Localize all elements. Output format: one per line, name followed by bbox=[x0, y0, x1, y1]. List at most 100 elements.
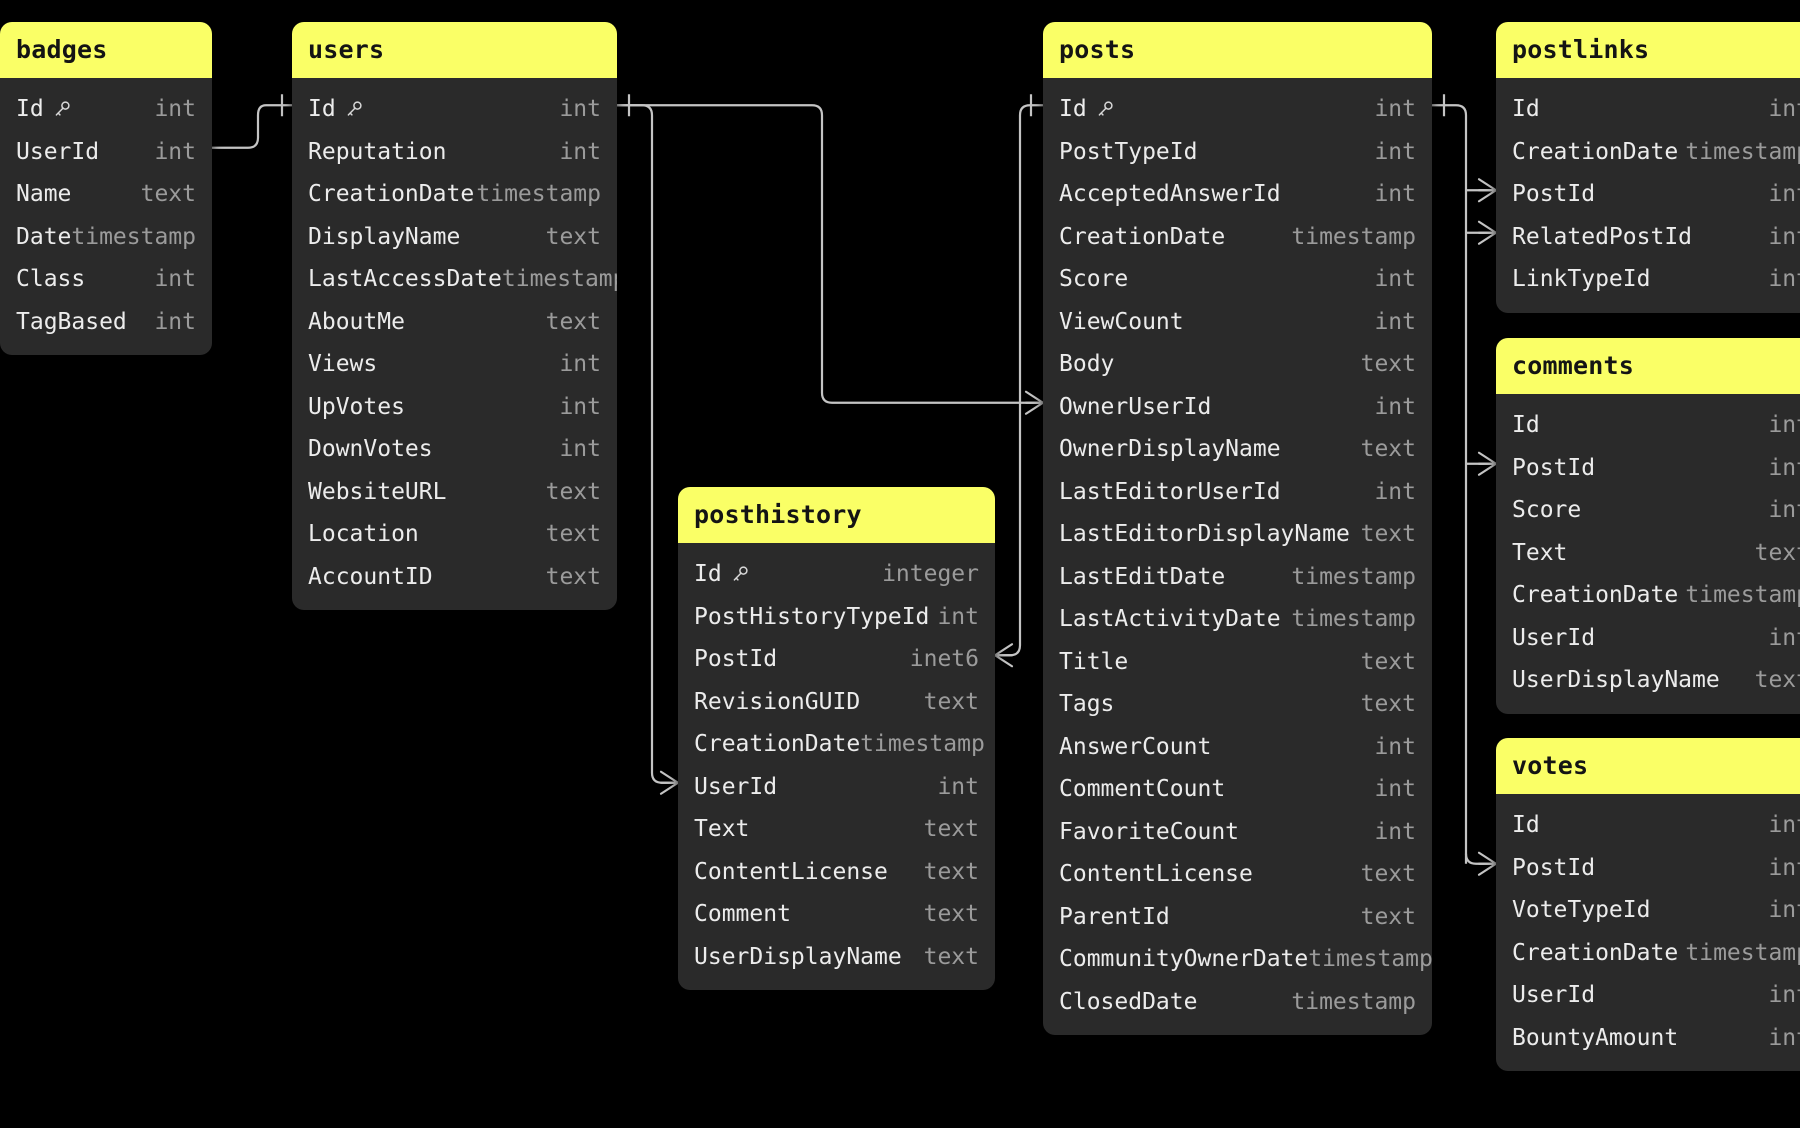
field-name: DisplayName bbox=[308, 224, 460, 250]
field-row[interactable]: RelatedPostIdint bbox=[1496, 216, 1800, 259]
field-row[interactable]: VoteTypeIdint bbox=[1496, 889, 1800, 932]
field-name: ViewCount bbox=[1059, 309, 1184, 335]
field-row[interactable]: Id int bbox=[1496, 804, 1800, 847]
field-row[interactable]: PostIdint bbox=[1496, 447, 1800, 490]
field-name: ClosedDate bbox=[1059, 989, 1197, 1015]
field-name: Id bbox=[1512, 96, 1540, 122]
table-header-postlinks: postlinks bbox=[1496, 22, 1800, 78]
field-row[interactable]: BountyAmountint bbox=[1496, 1017, 1800, 1060]
field-name: TagBased bbox=[16, 309, 127, 335]
field-name-label: CreationDate bbox=[1512, 138, 1679, 165]
table-postlinks[interactable]: postlinksIdintCreationDatetimestampPostI… bbox=[1496, 22, 1800, 313]
field-row[interactable]: PostIdint bbox=[1496, 173, 1800, 216]
field-name: Reputation bbox=[308, 139, 446, 165]
field-row[interactable]: PostIdint bbox=[1496, 847, 1800, 890]
table-fields-postlinks: IdintCreationDatetimestampPostIdintRelat… bbox=[1496, 78, 1800, 313]
field-name: Id bbox=[16, 96, 71, 122]
field-type: text bbox=[923, 858, 979, 885]
field-name: Id bbox=[1512, 812, 1540, 838]
field-type: int bbox=[1768, 812, 1800, 839]
table-comments[interactable]: commentsIdintPostIdintScoreintTexttextCr… bbox=[1496, 338, 1800, 714]
field-name-label: AboutMe bbox=[308, 308, 405, 335]
relationship-line bbox=[617, 104, 678, 784]
primary-key-icon bbox=[1096, 100, 1114, 118]
field-name: DownVotes bbox=[308, 436, 433, 462]
field-type: timestamp bbox=[860, 731, 985, 758]
field-row[interactable]: LinkTypeIdint bbox=[1496, 258, 1800, 301]
field-type: timestamp bbox=[1685, 582, 1800, 609]
field-name-label: FavoriteCount bbox=[1059, 818, 1240, 845]
field-type: text bbox=[1360, 648, 1416, 675]
field-name-label: UpVotes bbox=[308, 393, 405, 420]
field-name-label: RevisionGUID bbox=[694, 688, 861, 715]
table-votes[interactable]: votesIdintPostIdintVoteTypeIdintCreation… bbox=[1496, 738, 1800, 1071]
